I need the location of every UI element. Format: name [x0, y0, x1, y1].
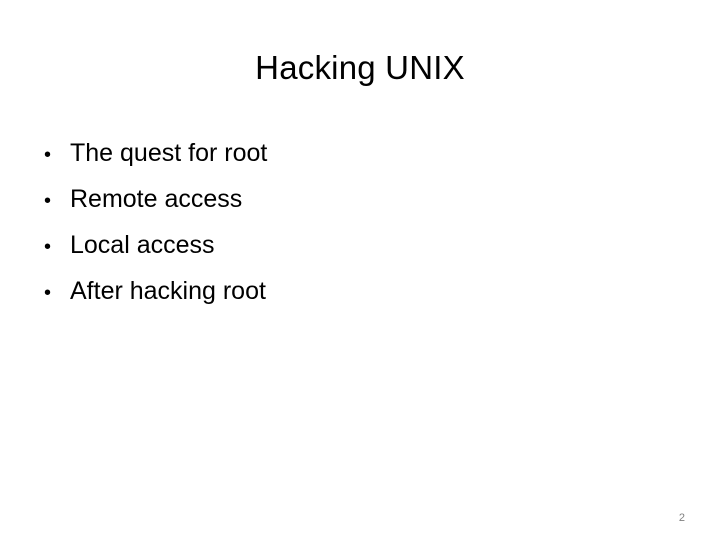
list-item: • Local access — [44, 222, 664, 268]
bullet-point-icon: • — [44, 282, 52, 304]
list-item-label: Local access — [70, 231, 215, 259]
list-item: • Remote access — [44, 176, 664, 222]
bullet-point-icon: • — [44, 236, 52, 258]
bullet-point-icon: • — [44, 144, 52, 166]
list-item: • After hacking root — [44, 268, 664, 314]
bullet-point-icon: • — [44, 190, 52, 212]
page-number: 2 — [678, 512, 685, 524]
list-item-label: Remote access — [70, 185, 243, 213]
list-item: • The quest for root — [44, 130, 664, 176]
list-item-label: The quest for root — [70, 139, 268, 167]
page-title: Hacking UNIX — [255, 49, 465, 86]
list-item-label: After hacking root — [70, 277, 266, 305]
bullet-list: • The quest for root • Remote access • L… — [44, 130, 664, 314]
